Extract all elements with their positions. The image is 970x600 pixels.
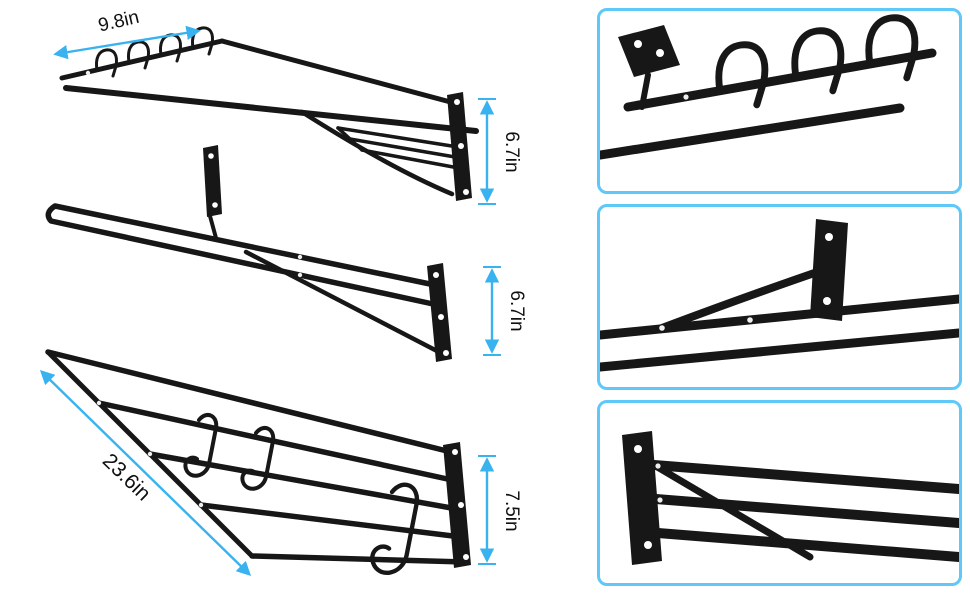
detail-hooks-drawing (600, 11, 937, 160)
detail-back-rail (623, 48, 937, 112)
screw-dot (96, 400, 102, 406)
top-shelf-grid (336, 126, 466, 171)
detail-rail (600, 294, 959, 340)
detail-wall-plate (618, 25, 680, 77)
detail-front-rail (600, 103, 905, 160)
middle-shelf-plate-link (208, 214, 218, 240)
middle-shelf-left-wall-plate (203, 145, 222, 217)
glass-prong-icon (94, 48, 119, 78)
dimension-label-tier3-height: 7.5in (501, 490, 522, 531)
detail-rail (651, 494, 959, 528)
mount-hole (825, 233, 833, 241)
middle-shelf-rails (45, 203, 436, 307)
detail-bars-drawing (622, 431, 959, 565)
bottom-shelf-rail (198, 502, 464, 540)
detail-rail (649, 460, 959, 494)
screw-dot (655, 463, 661, 469)
detail-plate-link (639, 72, 651, 110)
mount-hole (208, 153, 214, 159)
middle-shelf (45, 145, 452, 362)
dim-top-width: 9.8in (53, 7, 201, 60)
dimension-label-tier2-height: 6.7in (506, 290, 527, 331)
top-shelf-front-rail (63, 85, 479, 134)
dim-tier3-height: 7.5in (478, 455, 522, 565)
mount-hole (433, 272, 439, 278)
detail-panel-wall-bracket (597, 204, 962, 390)
mount-hole (656, 49, 664, 57)
main-product-drawing: 9.8in 6.7in 6.7in 23.6in (39, 7, 527, 577)
glass-prong-icon (795, 31, 841, 91)
screw-dot (683, 94, 689, 100)
mount-hole (463, 554, 469, 560)
screw-dot (747, 317, 753, 323)
mount-hole (463, 189, 469, 195)
middle-shelf-brace (243, 249, 440, 354)
middle-shelf-right-wall-plate (427, 263, 452, 362)
dim-tier2-height: 6.7in (483, 266, 527, 356)
mount-hole (452, 449, 458, 455)
dim-bottom-length: 23.6in (39, 369, 252, 577)
detail-brace (650, 461, 814, 561)
screw-dot (297, 254, 303, 260)
mount-hole (438, 314, 444, 320)
glass-prong-icon (719, 45, 765, 105)
dimension-label-bottom-length: 23.6in (98, 449, 155, 505)
mount-hole (454, 99, 460, 105)
top-shelf-back-rail (219, 38, 461, 107)
screw-dot (85, 70, 91, 76)
bottom-shelf-rail (249, 553, 468, 565)
top-shelf (59, 26, 479, 201)
screw-dot (657, 497, 663, 503)
detail-brace (658, 265, 830, 332)
mount-hole (644, 541, 652, 549)
detail-rail (653, 528, 959, 562)
mount-hole (458, 143, 464, 149)
dimension-arrow (53, 25, 201, 60)
bottom-shelf-right-wall-plate (443, 442, 471, 568)
screw-dot (198, 502, 204, 508)
detail-bracket-drawing (600, 219, 959, 372)
mount-hole (823, 297, 831, 305)
mount-hole (634, 40, 642, 48)
mount-hole (634, 445, 642, 453)
mount-hole (212, 202, 218, 208)
dim-tier1-height: 6.7in (478, 98, 522, 205)
top-shelf-brace (299, 109, 455, 197)
detail-rail (600, 328, 959, 372)
screw-dot (297, 272, 303, 278)
dimension-arrow (39, 369, 252, 577)
mount-hole (443, 350, 449, 356)
screw-dot (659, 325, 665, 331)
dimension-label-tier1-height: 6.7in (501, 131, 522, 172)
mount-hole (458, 502, 464, 508)
detail-panel-shelf-bars (597, 400, 962, 586)
glass-prong-icon (869, 18, 915, 78)
detail-panel-hooks (597, 8, 962, 194)
detail-panels (597, 8, 962, 596)
dimension-label-top-width: 9.8in (96, 7, 141, 37)
screw-dot (147, 451, 153, 457)
